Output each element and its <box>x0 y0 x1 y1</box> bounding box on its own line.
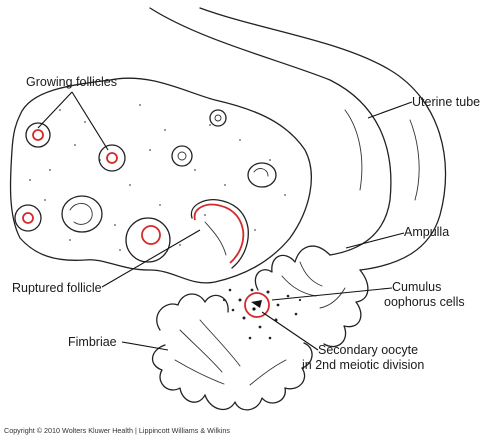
follicle-7 <box>247 162 277 188</box>
follicle-4 <box>171 145 193 167</box>
follicle-3 <box>14 204 42 232</box>
label-oocyte-line2: in 2nd meiotic division <box>302 358 424 372</box>
label-cumulus-line2: oophorus cells <box>384 295 465 309</box>
label-fimbriae: Fimbriae <box>68 335 117 349</box>
ovary <box>9 77 312 284</box>
label-ampulla: Ampulla <box>404 225 449 239</box>
ovary-stippling <box>29 104 286 251</box>
label-uterine-tube: Uterine tube <box>412 95 480 109</box>
follicle-2 <box>98 144 126 172</box>
mature-follicle <box>125 217 171 263</box>
label-cumulus-line1: Cumulus <box>392 280 441 294</box>
label-ruptured-follicle: Ruptured follicle <box>12 281 102 295</box>
follicle-1 <box>25 122 51 148</box>
leader-lines <box>37 91 413 351</box>
label-growing-follicles: Growing follicles <box>26 75 117 89</box>
uterine-tube <box>149 7 447 271</box>
follicle-6 <box>61 195 103 233</box>
fimbriae <box>151 293 313 411</box>
secondary-oocyte <box>244 292 270 318</box>
cumulus-oophorus <box>222 288 302 340</box>
ruptured-follicle <box>190 199 249 269</box>
label-oocyte-line1: Secondary oocyte <box>318 343 418 357</box>
follicle-5 <box>209 109 227 127</box>
copyright-text: Copyright © 2010 Wolters Kluwer Health |… <box>4 426 230 435</box>
